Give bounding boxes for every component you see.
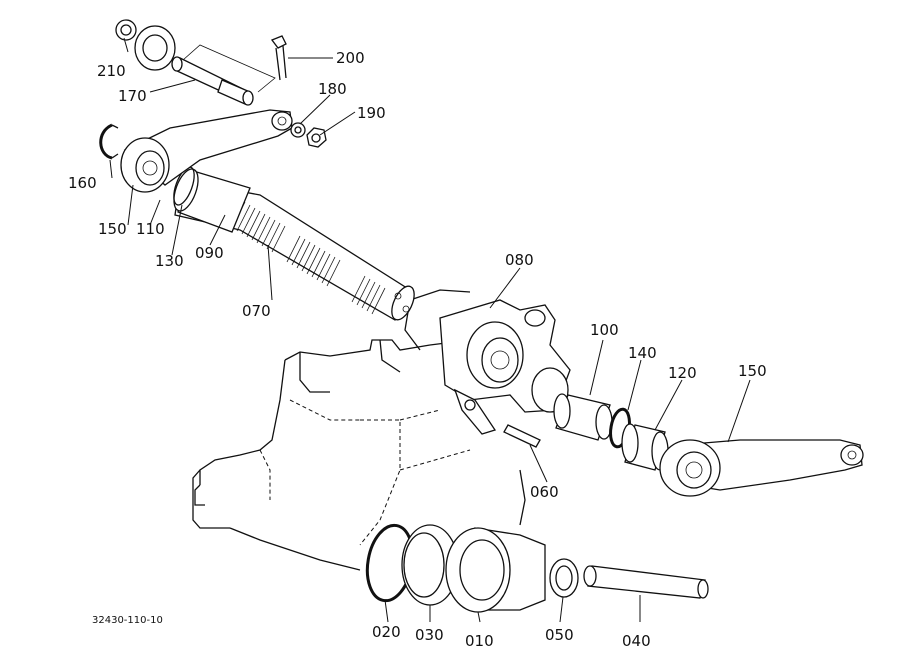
arm-150-upper [120, 109, 293, 193]
label-190: 190 [357, 104, 386, 122]
collar-120 [621, 423, 669, 471]
label-170: 170 [118, 87, 147, 105]
sleeve-010 [445, 527, 546, 613]
label-100: 100 [590, 321, 619, 339]
label-110: 110 [136, 220, 165, 238]
label-150-upper: 150 [98, 220, 127, 238]
label-090: 090 [195, 244, 224, 262]
leader-lines [109, 37, 751, 623]
collar-090 [173, 168, 251, 233]
snap-ring-160 [99, 123, 119, 160]
label-160: 160 [68, 174, 97, 192]
label-120: 120 [668, 364, 697, 382]
label-030: 030 [415, 626, 444, 644]
label-180: 180 [318, 80, 347, 98]
label-200: 200 [336, 49, 365, 67]
label-040: 040 [622, 632, 651, 650]
label-210: 210 [97, 62, 126, 80]
bearing-210 [115, 19, 176, 71]
label-140: 140 [628, 344, 657, 362]
label-050: 050 [545, 626, 574, 644]
nut-190 [306, 127, 327, 148]
washer-180 [290, 122, 306, 138]
bushing-100 [553, 393, 613, 441]
label-130: 130 [155, 252, 184, 270]
seal-050 [549, 558, 579, 598]
valve-bracket-080 [439, 299, 571, 435]
label-010: 010 [465, 632, 494, 650]
pin-060 [503, 424, 541, 448]
label-060: 060 [530, 483, 559, 501]
label-020: 020 [372, 623, 401, 641]
link-rod-170 [171, 56, 254, 106]
pin-200 [270, 35, 287, 81]
arm-150-lower [659, 439, 864, 497]
label-080: 080 [505, 251, 534, 269]
label-070: 070 [242, 302, 271, 320]
label-150-lower: 150 [738, 362, 767, 380]
figure-id: 32430-110-10 [92, 615, 163, 626]
pin-040 [583, 565, 709, 599]
